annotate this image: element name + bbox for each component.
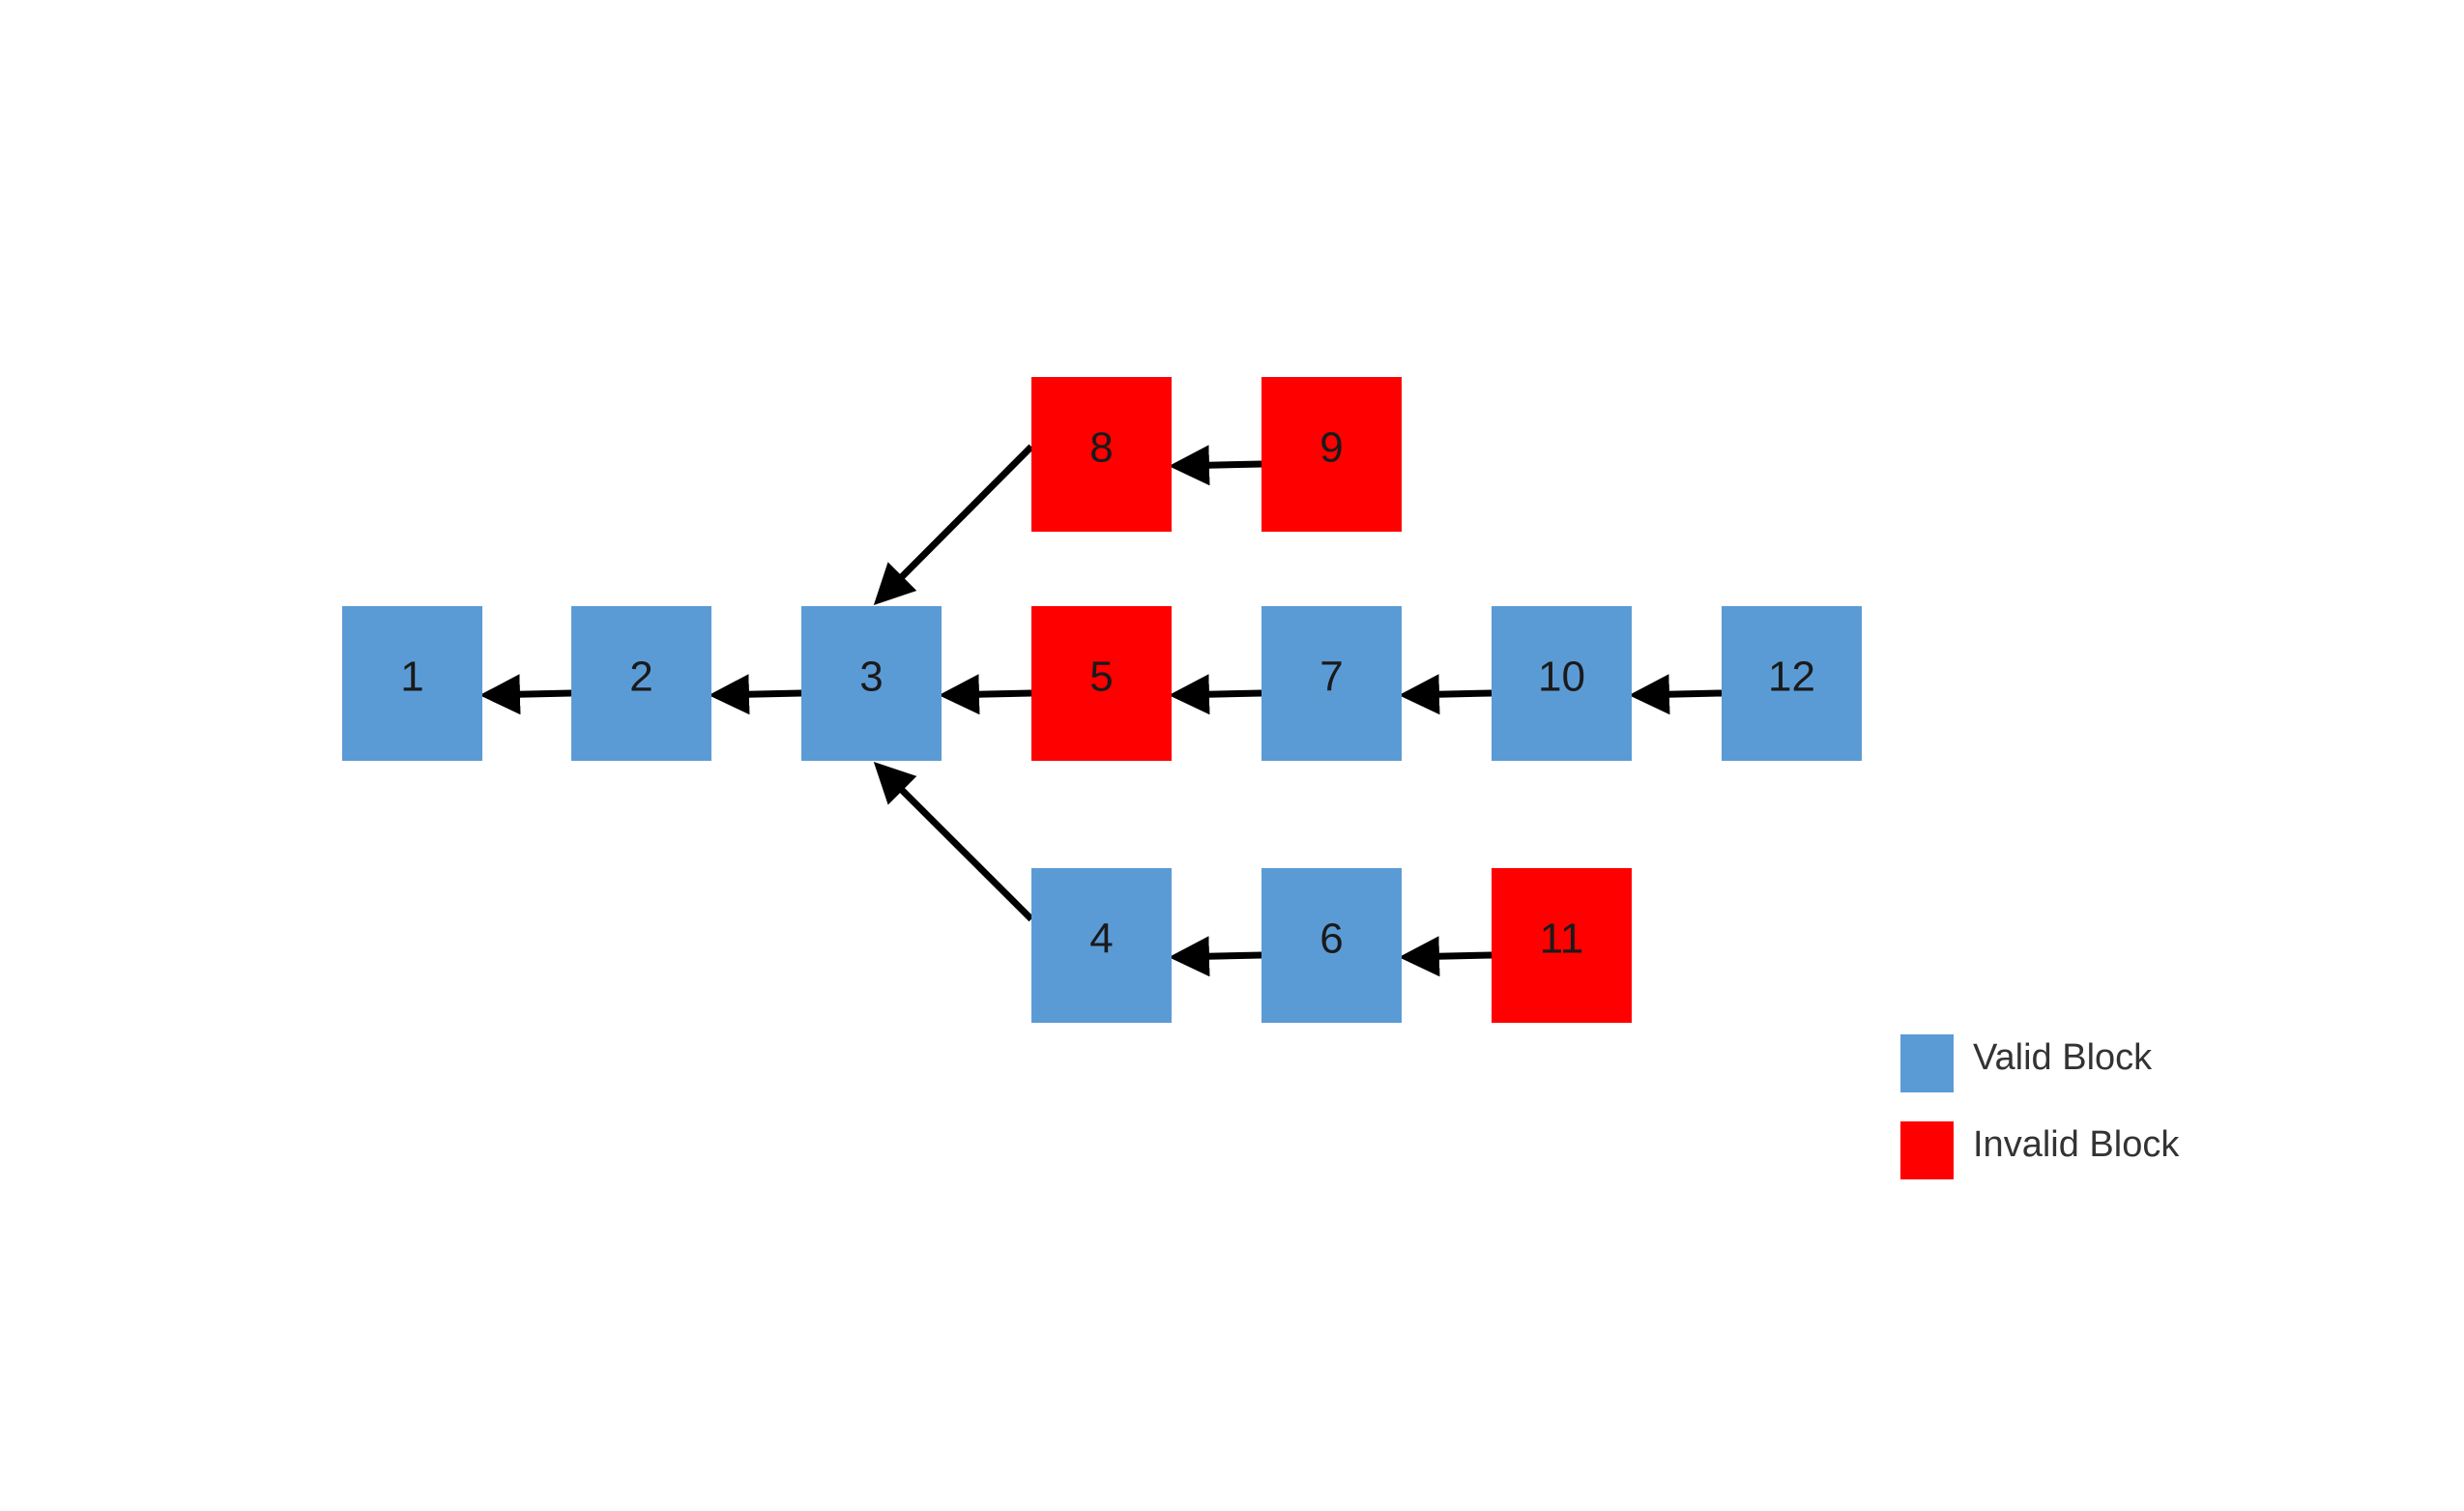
arrow-2-to-1 <box>479 674 572 715</box>
block-12-label: 12 <box>1768 654 1815 701</box>
block-4: 4 <box>1031 868 1172 1023</box>
block-2: 2 <box>571 606 711 761</box>
legend-swatch-valid <box>1900 1034 1954 1092</box>
block-7-box <box>1261 606 1402 761</box>
block-2-box <box>571 606 711 761</box>
arrow-7-to-5 <box>1169 674 1262 715</box>
block-11-label: 11 <box>1540 915 1584 963</box>
block-8-label: 8 <box>1089 424 1113 472</box>
block-11-box <box>1492 868 1632 1023</box>
block-5-label: 5 <box>1089 654 1113 701</box>
block-12: 12 <box>1722 606 1862 761</box>
legend-swatch-invalid <box>1900 1121 1954 1179</box>
block-9-box <box>1261 377 1402 532</box>
arrow-5-to-3 <box>939 674 1032 715</box>
block-6: 6 <box>1261 868 1402 1023</box>
arrow-3-to-2 <box>709 674 802 715</box>
block-12-box <box>1722 606 1862 761</box>
block-1-label: 1 <box>400 654 423 701</box>
block-1: 1 <box>342 606 482 761</box>
block-10-box <box>1492 606 1632 761</box>
arrow-6-to-4 <box>1169 936 1262 977</box>
legend-item-invalid: Invalid Block <box>1900 1121 2180 1179</box>
block-8: 8 <box>1031 377 1172 532</box>
arrow-9-to-8 <box>1169 445 1262 486</box>
arrow-4-to-3 <box>873 762 1034 922</box>
block-3-box <box>801 606 942 761</box>
block-8-box <box>1031 377 1172 532</box>
block-7-label: 7 <box>1319 654 1343 701</box>
block-5-box <box>1031 606 1172 761</box>
block-10-label: 10 <box>1538 654 1585 701</box>
arrow-12-to-10 <box>1629 674 1723 715</box>
block-10: 10 <box>1492 606 1632 761</box>
block-6-label: 6 <box>1319 915 1343 963</box>
edges-layer <box>479 444 1723 977</box>
block-1-box <box>342 606 482 761</box>
legend-label-valid: Valid Block <box>1973 1037 2153 1078</box>
block-3-label: 3 <box>859 654 883 701</box>
arrow-10-to-7 <box>1399 674 1493 715</box>
block-4-label: 4 <box>1089 915 1113 963</box>
block-2-label: 2 <box>629 654 652 701</box>
arrow-11-to-6 <box>1399 936 1493 977</box>
legend-item-valid: Valid Block <box>1900 1034 2153 1092</box>
block-4-box <box>1031 868 1172 1023</box>
block-5: 5 <box>1031 606 1172 761</box>
block-7: 7 <box>1261 606 1402 761</box>
arrow-8-to-3 <box>873 444 1034 605</box>
block-3: 3 <box>801 606 942 761</box>
block-9: 9 <box>1261 377 1402 532</box>
legend-label-invalid: Invalid Block <box>1973 1124 2180 1165</box>
block-9-label: 9 <box>1319 424 1343 472</box>
block-11: 11 <box>1492 868 1632 1023</box>
block-6-box <box>1261 868 1402 1023</box>
